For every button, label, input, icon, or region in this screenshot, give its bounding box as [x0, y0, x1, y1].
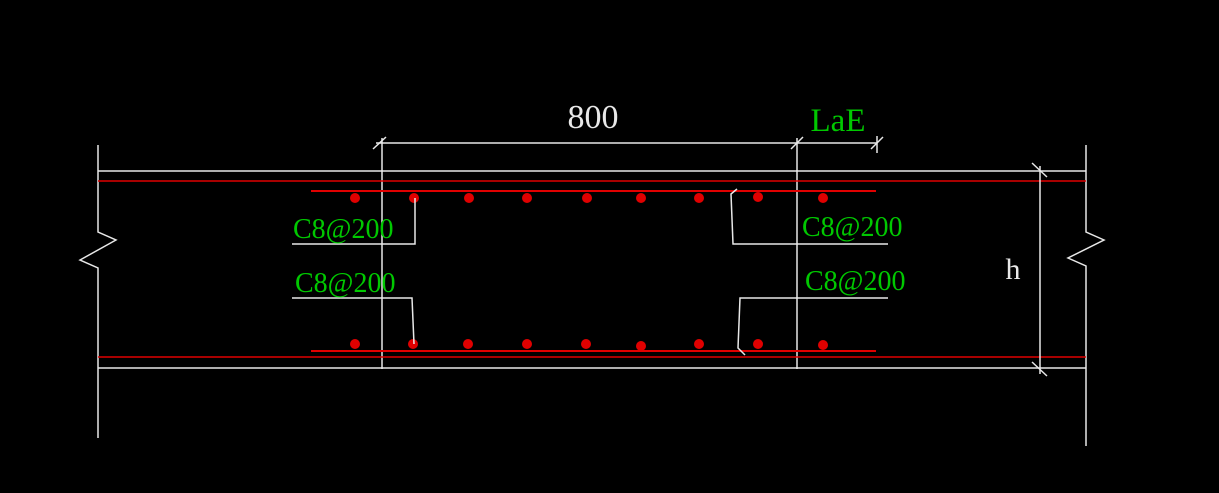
bottom-rebar-dot	[522, 339, 532, 349]
top-rebar-dot	[522, 193, 532, 203]
bottom-left-leader	[292, 297, 415, 345]
height-dimension-tick	[1031, 162, 1048, 178]
bottom-rebar-dot	[350, 339, 360, 349]
top-rebar-dot	[350, 193, 360, 203]
bottom-rebar-dot	[463, 339, 473, 349]
dimension-tick	[790, 136, 804, 150]
span-dimension-label: 800	[568, 99, 619, 136]
height-dimension-label: h	[1006, 253, 1021, 286]
stirrup-callout-bottom-right: C8@200	[805, 266, 905, 297]
bottom-rebar-dot	[636, 341, 646, 351]
right-break-line	[1066, 145, 1106, 446]
top-rebar-dot	[753, 192, 763, 202]
height-dimension-tick	[1031, 361, 1048, 377]
stirrup-callout-bottom-left: C8@200	[295, 268, 395, 299]
bottom-rebar-dot	[753, 339, 763, 349]
top-rebar-dot	[694, 193, 704, 203]
top-rebar-dot	[464, 193, 474, 203]
dimension-tick	[372, 136, 387, 150]
bottom-rebar-dot	[408, 339, 418, 349]
bottom-right-leader	[737, 297, 888, 356]
top-rebar-dots	[350, 192, 828, 203]
top-left-leader	[292, 198, 416, 245]
left-break-line	[78, 145, 118, 438]
bottom-rebar-dot	[818, 340, 828, 350]
bottom-rebar-dot	[581, 339, 591, 349]
stirrup-callout-top-left: C8@200	[293, 214, 393, 245]
bottom-rebar-dot	[694, 339, 704, 349]
top-rebar-dot	[818, 193, 828, 203]
bottom-rebar-dots	[350, 339, 828, 351]
anchorage-dimension-label: LaE	[811, 103, 866, 139]
top-right-leader	[730, 188, 888, 245]
top-rebar-dot	[409, 193, 419, 203]
top-rebar-dot	[636, 193, 646, 203]
top-rebar-dot	[582, 193, 592, 203]
stirrup-callout-top-right: C8@200	[802, 212, 902, 243]
